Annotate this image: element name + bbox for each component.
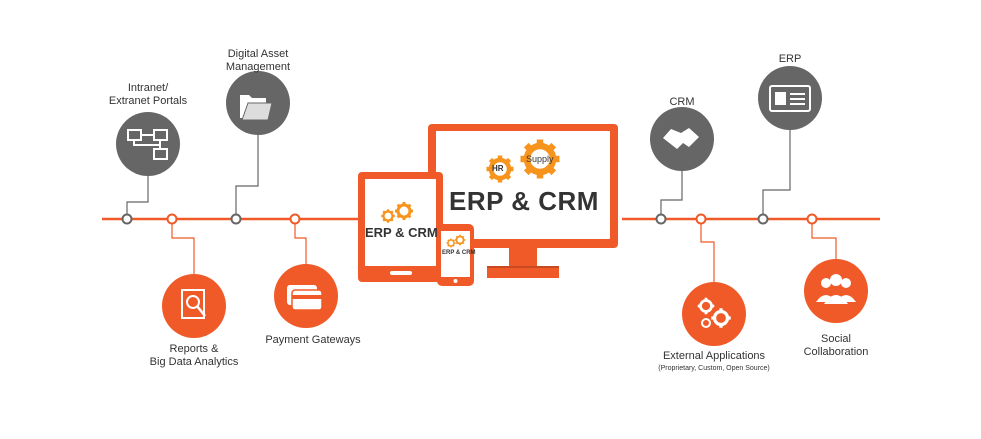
node-reports [166, 213, 178, 225]
phone-title: ERP & CRM [442, 250, 476, 256]
node-crm [655, 213, 667, 225]
tablet-device [358, 172, 443, 282]
people-icon [804, 259, 868, 323]
label-intranet: Intranet/Extranet Portals [108, 82, 188, 107]
connectors [126, 128, 837, 287]
node-erp [757, 213, 769, 225]
timeline-nodes [121, 213, 818, 225]
phone-device [437, 224, 474, 286]
report-magnifier-icon [162, 274, 226, 338]
network-computers-icon [116, 112, 180, 176]
monitor-device [428, 124, 618, 278]
label-external: External Applications (Proprietary, Cust… [658, 350, 770, 372]
credit-cards-icon [274, 264, 338, 328]
label-payment: Payment Gateways [265, 334, 361, 346]
gear-label-hr: HR [492, 164, 504, 173]
handshake-icon [650, 107, 714, 171]
label-erp: ERP [778, 53, 802, 65]
tablet-title: ERP & CRM [365, 225, 438, 240]
id-card-icon [758, 66, 822, 130]
node-intranet [121, 213, 133, 225]
node-digital-asset [230, 213, 242, 225]
folders-icon [226, 71, 290, 135]
monitor-title: ERP & CRM [449, 186, 599, 216]
gears-icon [682, 282, 746, 346]
node-payment [289, 213, 301, 225]
label-crm: CRM [669, 96, 695, 108]
node-social [806, 213, 818, 225]
node-external [695, 213, 707, 225]
label-reports: Reports &Big Data Analytics [149, 343, 239, 368]
gear-label-supply: Supply [526, 154, 554, 164]
